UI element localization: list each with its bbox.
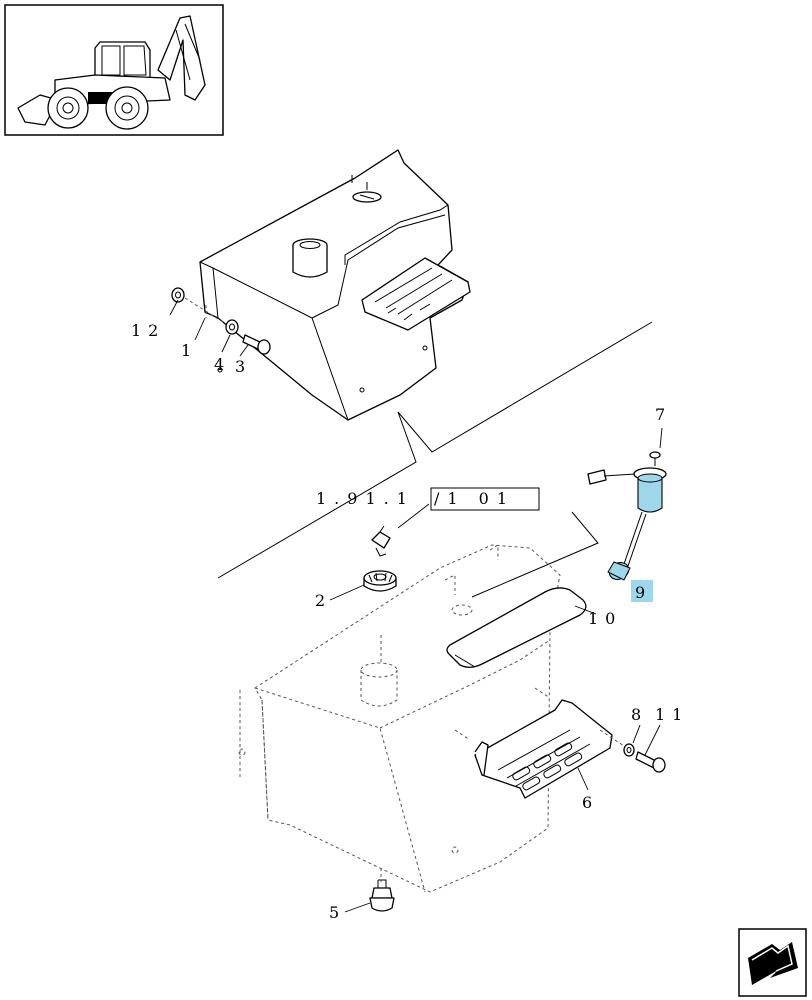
tank-body-exploded	[238, 544, 561, 893]
screw-part-7[interactable]	[649, 451, 661, 466]
callout-12[interactable]: 12	[131, 321, 165, 340]
callout-11[interactable]: 11	[655, 705, 689, 724]
tank-assembly-upper	[199, 149, 471, 421]
callout-10[interactable]: 10	[588, 609, 622, 628]
callout-3[interactable]: 3	[235, 357, 252, 376]
filler-cap-part-2[interactable]	[363, 570, 397, 592]
fuel-level-sender-part-9[interactable]	[587, 467, 667, 582]
reference-box[interactable]	[430, 487, 540, 511]
section-break-line-lower	[471, 511, 599, 598]
washer-part-8[interactable]	[623, 743, 635, 757]
drain-plug-part-5[interactable]	[369, 879, 395, 912]
step-part-6[interactable]	[474, 699, 613, 799]
callout-1[interactable]: 1	[181, 341, 198, 360]
callout-9-highlight	[631, 580, 653, 602]
callout-6[interactable]: 6	[582, 793, 599, 812]
pad-part-10[interactable]	[446, 587, 587, 668]
reference-boxed: /1 01	[434, 489, 515, 508]
callout-8[interactable]: 8	[631, 705, 648, 724]
callout-9[interactable]: 9	[635, 583, 652, 602]
washer-part-12[interactable]	[171, 287, 185, 303]
backhoe-loader-thumbnail-icon[interactable]	[4, 4, 224, 136]
bolt-part-11[interactable]	[635, 751, 666, 773]
callout-7[interactable]: 7	[655, 405, 672, 424]
reference-prefix: 1.91.1	[316, 489, 415, 508]
section-break-line	[217, 321, 653, 579]
callout-4[interactable]: 4	[214, 355, 231, 374]
nut-part-4[interactable]	[225, 319, 239, 335]
next-page-arrow-icon[interactable]	[738, 928, 807, 997]
breather-fitting	[371, 525, 391, 557]
callout-5[interactable]: 5	[329, 903, 346, 922]
callout-2[interactable]: 2	[315, 591, 332, 610]
bolt-part-3[interactable]	[242, 334, 271, 355]
